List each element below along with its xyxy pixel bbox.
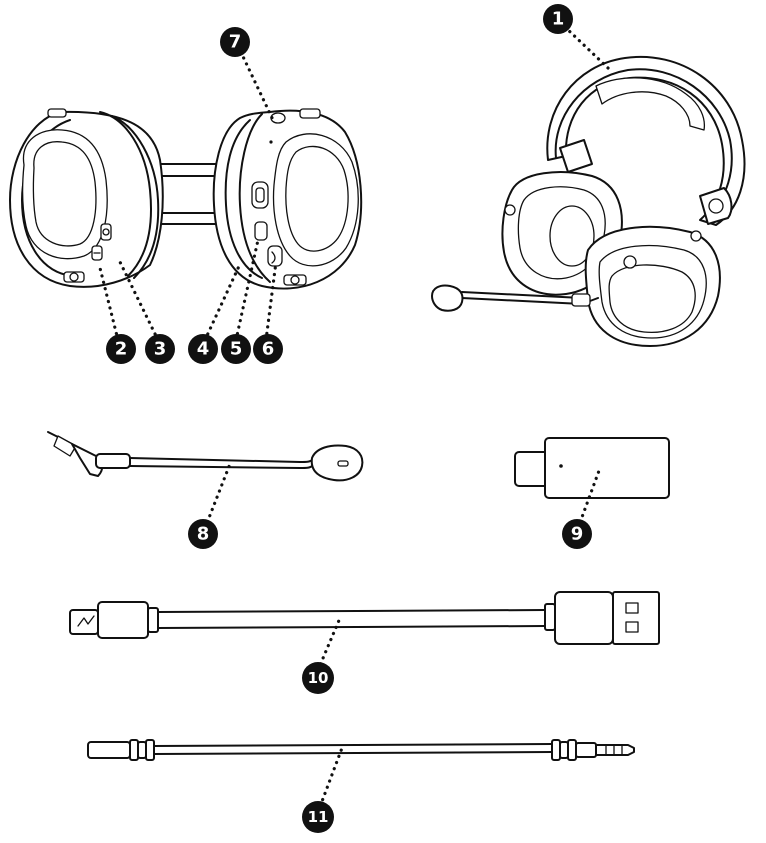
svg-text:3: 3 [154, 339, 167, 360]
callout-11: 11 [302, 801, 334, 833]
callout-5: 5 [221, 334, 251, 364]
svg-text:9: 9 [571, 524, 584, 545]
svg-text:7: 7 [229, 32, 242, 53]
svg-text:10: 10 [308, 669, 329, 687]
callout-3: 3 [145, 334, 175, 364]
audio-cable-illustration [87, 739, 635, 761]
svg-text:6: 6 [262, 339, 275, 360]
leader-lines [98, 25, 610, 814]
earcups-illustration [9, 108, 363, 290]
headset-illustration [431, 55, 746, 347]
callout-1: 1 [543, 4, 573, 34]
callout-badges: 1 2 3 4 5 6 7 8 9 10 11 [106, 4, 592, 833]
svg-text:5: 5 [230, 339, 243, 360]
callout-4: 4 [188, 334, 218, 364]
usb-cable-illustration [69, 591, 660, 645]
callout-7: 7 [220, 27, 250, 57]
svg-text:2: 2 [115, 339, 128, 360]
callout-2: 2 [106, 334, 136, 364]
svg-text:11: 11 [308, 808, 329, 826]
callout-9: 9 [562, 519, 592, 549]
svg-text:4: 4 [197, 339, 210, 360]
callout-10: 10 [302, 662, 334, 694]
svg-text:8: 8 [197, 524, 210, 545]
usb-adapter-illustration [514, 437, 670, 499]
callout-8: 8 [188, 519, 218, 549]
detachable-microphone-illustration [47, 431, 364, 482]
svg-text:1: 1 [552, 9, 565, 30]
callout-6: 6 [253, 334, 283, 364]
